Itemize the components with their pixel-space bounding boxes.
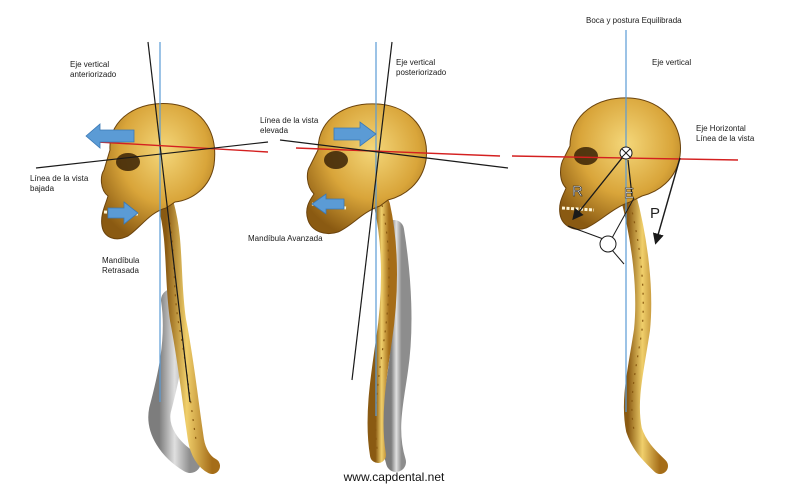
horizontal-label-3-line1: Eje Horizontal	[696, 124, 746, 133]
sightline-2	[279, 139, 509, 169]
letter-e: E	[624, 185, 634, 202]
mandible-label-2-line1: Mandíbula Avanzada	[248, 234, 323, 243]
spine-3	[620, 187, 668, 474]
spine-2	[367, 197, 397, 463]
hyoid-line-bottom	[611, 249, 625, 265]
force-line-e	[627, 159, 633, 197]
skull-2	[306, 103, 428, 234]
axis-label-2-line1: Eje vertical	[396, 58, 436, 67]
force-line-p	[652, 157, 681, 245]
mandible-label-2: Mandíbula Avanzada	[248, 234, 323, 244]
arrow-right-icon	[333, 121, 377, 147]
arrow-left-icon	[311, 193, 345, 215]
crosshair-icon	[619, 146, 633, 160]
axis-label-3: Eje vertical	[652, 58, 691, 68]
hyoid-line-front	[567, 225, 607, 241]
axis-label-2-line2: posteriorizado	[396, 68, 447, 77]
sightline-label-2: Línea de la vista elevada	[260, 116, 318, 136]
sightline-1	[35, 141, 269, 169]
sightline-label-1-line1: Línea de la vista	[30, 174, 89, 183]
arrow-right-icon	[107, 201, 139, 225]
letter-p: P	[650, 205, 660, 222]
spine-1	[158, 197, 220, 474]
horizontal-label-3: Eje Horizontal Línea de la vista	[696, 124, 754, 144]
axis-label-1: Eje vertical anteriorizado	[70, 60, 116, 80]
sightline-label-2-line1: Línea de la vista	[260, 116, 319, 125]
letter-r: R	[572, 183, 583, 200]
panel-1	[35, 41, 269, 474]
anterior-axis-1	[147, 41, 191, 403]
footer-url[interactable]: www.capdental.net	[343, 470, 445, 484]
horizontal-line-2	[295, 147, 501, 157]
hyoid-line-top	[611, 197, 635, 239]
force-line-r	[572, 157, 623, 221]
mandible-label-1: Mandíbula Retrasada	[102, 256, 139, 276]
horizontal-label-3-line2: Línea de la vista	[696, 134, 755, 143]
sightline-label-1-line2: bajada	[30, 184, 55, 193]
axis-label-3-line1: Eje vertical	[652, 58, 692, 67]
panel-3: R E P	[511, 30, 739, 474]
spine-gray-2	[381, 220, 412, 472]
axis-label-1-line2: anteriorizado	[70, 70, 117, 79]
skull-3	[559, 97, 681, 230]
axis-label-2: Eje vertical posteriorizado	[396, 58, 446, 78]
panel-2	[279, 41, 509, 472]
posterior-axis-2	[351, 41, 393, 381]
title-label-3: Boca y postura Equilibrada	[586, 16, 682, 25]
axis-label-1-line1: Eje vertical	[70, 60, 110, 69]
sightline-label-1: Línea de la vista bajada	[30, 174, 88, 194]
horizontal-line-1	[97, 141, 269, 153]
circle-marker-icon	[599, 235, 617, 253]
mandible-label-1-line1: Mandíbula	[102, 256, 140, 265]
mandible-label-1-line2: Retrasada	[102, 266, 139, 275]
sightline-label-2-line2: elevada	[260, 126, 289, 135]
arrow-left-icon	[85, 123, 135, 149]
